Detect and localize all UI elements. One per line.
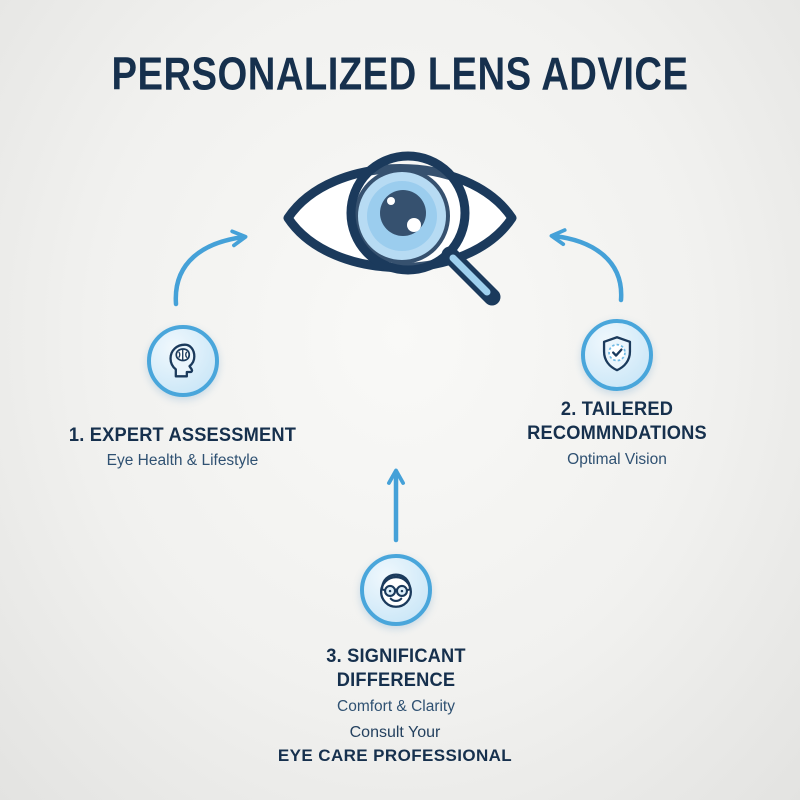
- page-title: PERSONALIZED LENS ADVICE: [111, 48, 689, 101]
- step3-title: 3. SIGNIFICANT DIFFERENCE: [326, 646, 466, 692]
- footer-note: Consult Your EYE CARE PROFESSIONAL: [275, 724, 515, 766]
- step3-badge: [360, 554, 432, 626]
- step2-title: 2. TAILERED RECOMMNDATIONS: [527, 399, 707, 445]
- step2-block: 2. TAILERED RECOMMNDATIONS Optimal Visio…: [512, 398, 722, 469]
- footer-line2: EYE CARE PROFESSIONAL: [277, 746, 513, 765]
- face-glasses-icon: [379, 573, 413, 608]
- arrow-right-curved-icon: [549, 228, 624, 303]
- step1-subtitle: Eye Health & Lifestyle: [106, 452, 259, 470]
- step3-subtitle: Comfort & Clarity: [337, 697, 455, 715]
- magnifier-lens: [346, 151, 470, 275]
- step1-block: 1. EXPERT ASSESSMENT Eye Health & Lifest…: [55, 424, 310, 470]
- step1-title: 1. EXPERT ASSESSMENT: [68, 425, 297, 446]
- step2-subtitle: Optimal Vision: [567, 450, 667, 468]
- shield-check-icon: [602, 336, 632, 372]
- arrow-left-curved-icon: [173, 229, 248, 307]
- step3-block: 3. SIGNIFICANT DIFFERENCE Comfort & Clar…: [266, 645, 526, 716]
- eye-magnifier-icon: [283, 151, 517, 306]
- step1-badge: [147, 325, 219, 397]
- step2-badge: [581, 319, 653, 391]
- head-brain-icon: [169, 343, 196, 378]
- footer-line1: Consult Your: [349, 724, 441, 741]
